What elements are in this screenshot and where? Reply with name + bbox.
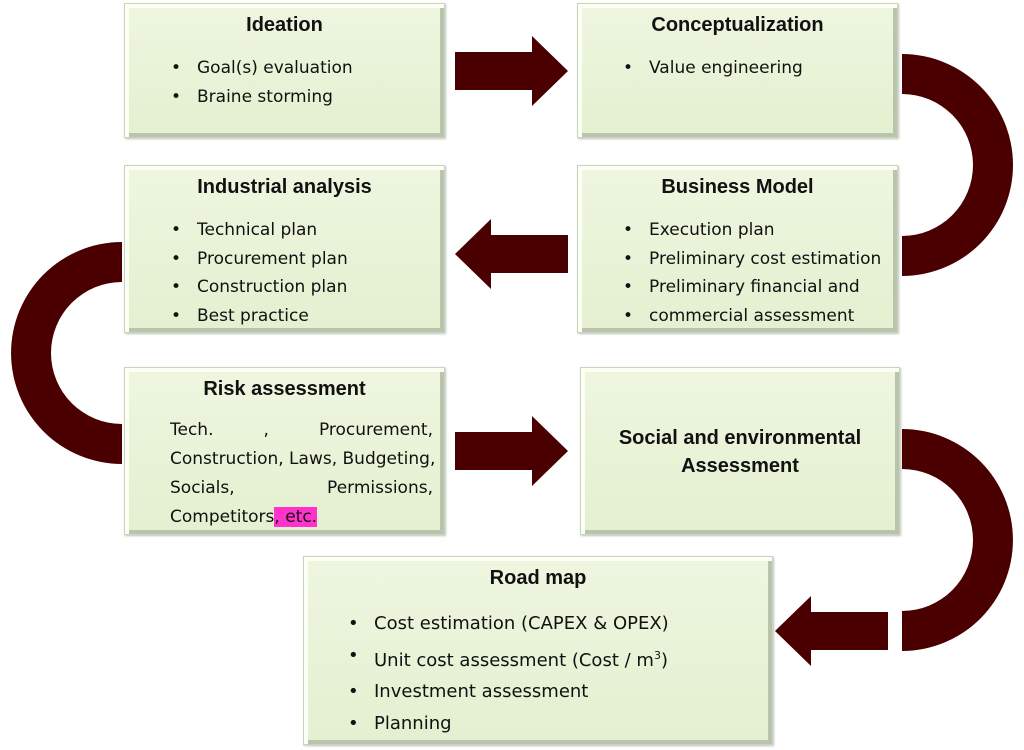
industrial-analysis-list: Technical plan Procurement plan Construc… <box>171 216 348 330</box>
list-item: Technical plan <box>171 216 348 245</box>
social-title-line-2: Assessment <box>681 455 799 477</box>
list-item: Investment assessment <box>348 676 669 708</box>
list-item: Value engineering <box>623 54 803 83</box>
ideation-title: Ideation <box>246 14 323 36</box>
risk-line-1: Tech. , Procurement, <box>170 416 433 445</box>
list-item: Best practice <box>171 302 348 331</box>
arrow-into-road-map <box>775 596 888 666</box>
risk-word: , <box>263 420 269 440</box>
road-map-box: Road map Cost estimation (CAPEX & OPEX) … <box>303 556 773 745</box>
list-item: Construction plan <box>171 273 348 302</box>
list-item-text: Unit cost assessment (Cost / m <box>374 649 654 671</box>
arrow-risk-to-social <box>455 416 568 486</box>
risk-word: Socials, <box>170 478 235 498</box>
list-item: Execution plan <box>623 216 881 245</box>
conceptualization-box: Conceptualization Value engineering <box>577 3 898 138</box>
risk-assessment-text: Tech. , Procurement, Construction, Laws,… <box>170 416 436 532</box>
list-item-text-close: ) <box>660 649 668 671</box>
curve-social-to-roadmap <box>902 429 1013 651</box>
risk-assessment-title: Risk assessment <box>203 378 366 400</box>
ideation-list: Goal(s) evaluation Braine storming <box>171 54 353 112</box>
curve-conceptualization-to-business <box>902 54 1013 276</box>
business-model-list: Execution plan Preliminary cost estimati… <box>623 216 881 330</box>
business-model-title: Business Model <box>661 176 814 198</box>
arrow-business-to-industrial <box>455 219 568 289</box>
arrow-ideation-to-conceptualization <box>455 36 568 106</box>
curve-industrial-to-risk <box>11 242 122 464</box>
list-item: Preliminary cost estimation <box>623 245 881 274</box>
risk-line-4: Competitors, etc. <box>170 503 433 532</box>
social-environmental-box: Social and environmental Assessment <box>580 367 900 535</box>
risk-word: Competitors <box>170 507 275 527</box>
list-item: Cost estimation (CAPEX & OPEX) <box>348 608 669 640</box>
conceptualization-title: Conceptualization <box>651 14 824 36</box>
risk-word: Permissions, <box>327 478 433 498</box>
risk-assessment-box: Risk assessment Tech. , Procurement, Con… <box>124 367 445 535</box>
industrial-analysis-box: Industrial analysis Technical plan Procu… <box>124 165 445 333</box>
industrial-analysis-title: Industrial analysis <box>197 176 372 198</box>
list-item: Goal(s) evaluation <box>171 54 353 83</box>
ideation-box: Ideation Goal(s) evaluation Braine storm… <box>124 3 445 138</box>
risk-line-3: Socials, Permissions, <box>170 474 433 503</box>
list-item-text: commercial assessment <box>649 305 855 326</box>
list-item: Planning <box>348 708 669 740</box>
social-title-line-1: Social and environmental <box>618 427 862 449</box>
list-item: Preliminary financial and <box>623 273 881 302</box>
road-map-title: Road map <box>489 567 587 589</box>
risk-line-2: Construction, Laws, Budgeting, <box>170 445 436 474</box>
risk-word: Tech. <box>170 420 214 440</box>
list-item: Braine storming <box>171 83 353 112</box>
superscript: 3 <box>653 648 661 662</box>
conceptualization-list: Value engineering <box>623 54 803 83</box>
road-map-list: Cost estimation (CAPEX & OPEX) Unit cost… <box>348 608 669 739</box>
list-item: Procurement plan <box>171 245 348 274</box>
list-item-continuation: commercial assessment <box>623 302 881 331</box>
business-model-box: Business Model Execution plan Preliminar… <box>577 165 898 333</box>
risk-word: Procurement, <box>318 420 433 440</box>
list-item: Unit cost assessment (Cost / m3) <box>348 640 669 677</box>
risk-word: Construction, Laws, Budgeting, <box>170 449 436 469</box>
highlighted-etc: , etc. <box>274 507 318 527</box>
social-environmental-title: Social and environmental Assessment <box>581 424 899 480</box>
